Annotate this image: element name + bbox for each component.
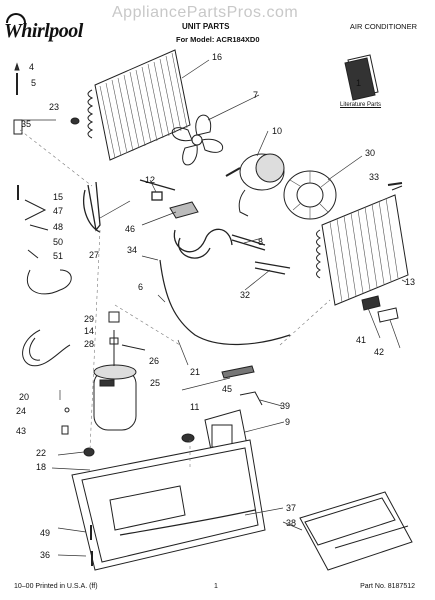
part-number: Part No. 8187512 (360, 583, 415, 590)
callout-15: 15 (53, 192, 63, 202)
callout-49: 49 (40, 528, 50, 538)
model-line: For Model: ACR184XD0 (176, 35, 260, 44)
callout-18: 18 (36, 462, 46, 472)
callout-16: 16 (212, 52, 222, 62)
thermostat-assembly-drawing (13, 62, 72, 367)
callout-12: 12 (145, 175, 155, 185)
category-label: AIR CONDITIONER (349, 22, 417, 31)
callout-14: 14 (84, 326, 94, 336)
blower-wheel-drawing (283, 170, 337, 220)
callout-11: 11 (190, 402, 199, 412)
callout-30: 30 (365, 148, 375, 158)
callout-labels: 1 4 5 6 7 8 9 10 11 12 13 14 15 16 18 20… (16, 52, 415, 560)
watermark: AppliancePartsPros.com (112, 4, 299, 21)
callout-26: 26 (149, 356, 159, 366)
callout-42: 42 (374, 347, 384, 357)
callout-39: 39 (280, 401, 290, 411)
callout-37: 37 (286, 503, 296, 513)
callout-4: 4 (29, 62, 34, 72)
capacitor-plate-drawing (169, 201, 199, 219)
callout-6: 6 (138, 282, 143, 292)
print-notice: 10–00 Printed in U.S.A. (ff) (14, 583, 98, 590)
callout-27: 27 (89, 250, 99, 260)
callout-47: 47 (53, 206, 63, 216)
callout-50: 50 (53, 237, 63, 247)
callout-43: 43 (16, 426, 26, 436)
callout-41: 41 (356, 335, 366, 345)
callout-24: 24 (16, 406, 26, 416)
callout-5: 5 (31, 78, 36, 88)
literature-parts-label: Literature Parts (340, 102, 382, 108)
page-number: 1 (214, 583, 218, 590)
callout-8: 8 (258, 237, 263, 247)
fan-blade-drawing (171, 114, 224, 166)
callout-28: 28 (84, 339, 94, 349)
callout-29: 29 (84, 314, 94, 324)
callout-25: 25 (150, 378, 160, 388)
callout-20: 20 (19, 392, 29, 402)
motor-drawing (225, 153, 285, 217)
callout-1: 1 (356, 78, 361, 88)
callout-13: 13 (405, 277, 415, 287)
shroud-drawing (299, 491, 413, 571)
callout-33: 33 (369, 172, 379, 182)
dashed-alignment-lines (19, 129, 331, 470)
tubing-drawing (83, 179, 291, 275)
callout-36: 36 (40, 550, 50, 560)
base-pan-drawing (71, 439, 266, 571)
fastener-screws-drawing (61, 117, 403, 566)
literature-booklet-icon (344, 54, 379, 101)
callout-46: 46 (125, 224, 135, 234)
compressor-drawing (93, 311, 146, 431)
leader-lines (22, 59, 407, 557)
callout-38: 38 (286, 518, 296, 528)
callout-23: 23 (49, 102, 59, 112)
callout-34: 34 (127, 245, 137, 255)
callout-10: 10 (272, 126, 282, 136)
condenser-coil-drawing (87, 49, 191, 161)
diagram-title: UNIT PARTS (182, 22, 230, 31)
evaporator-coil-drawing (316, 185, 409, 306)
discharge-line-drawing (159, 259, 291, 346)
callout-22: 22 (36, 448, 46, 458)
callout-21: 21 (190, 367, 200, 377)
whirlpool-logo-ring-icon (6, 13, 26, 23)
callout-32: 32 (240, 290, 250, 300)
callout-45: 45 (222, 384, 232, 394)
callout-35: 35 (21, 119, 31, 129)
callout-7: 7 (253, 90, 258, 100)
brand-logo: Whirlpool (4, 20, 83, 42)
callout-9: 9 (285, 417, 290, 427)
mounting-brackets-drawing (361, 295, 399, 323)
callout-51: 51 (53, 251, 63, 261)
callout-48: 48 (53, 222, 63, 232)
relay-strip-drawing (221, 365, 263, 406)
